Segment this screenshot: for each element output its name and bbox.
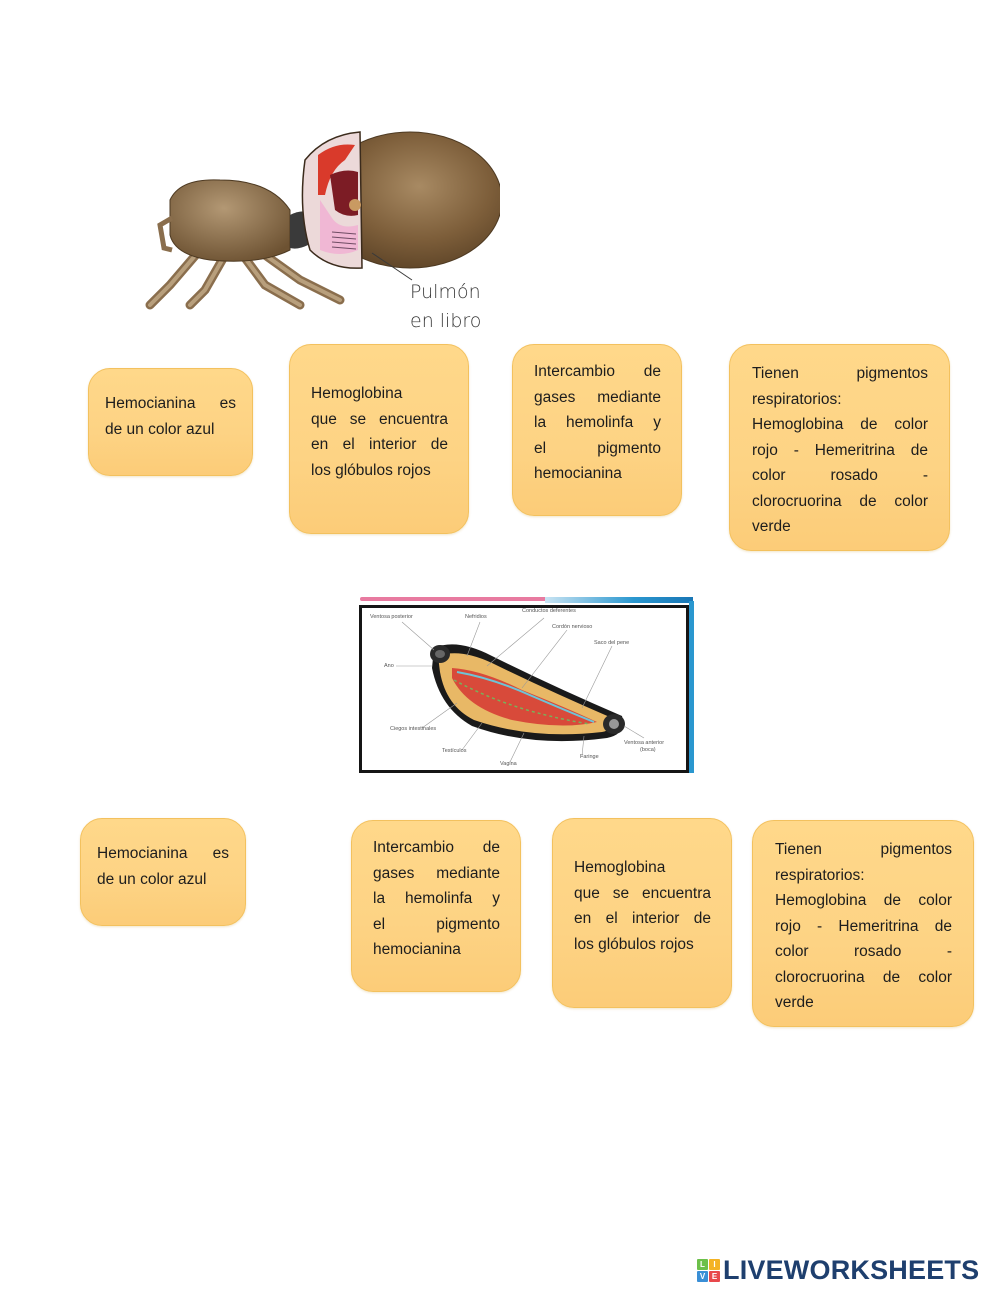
box-text-line: respiratorios:	[752, 390, 842, 408]
box-text-line: Tienen pigmentos	[775, 841, 952, 858]
label-ciegos-intestinales: Ciegos intestinales	[390, 726, 437, 732]
logo-block-i: I	[709, 1258, 720, 1270]
box-text-line: verde	[775, 994, 814, 1011]
answer-box-intercambio-bottom[interactable]: Intercambio de gases mediante la hemolin…	[351, 820, 521, 992]
answer-box-hemoglobina-top[interactable]: Hemoglobina que se encuentra en el inter…	[289, 344, 469, 534]
box-text-line: de un color azul	[97, 870, 207, 888]
box-text-line: rojo - Hemeritrina de	[775, 917, 952, 935]
box-text-line: que se encuentra	[311, 410, 448, 428]
label-vagina: Vagina	[500, 761, 517, 767]
box-text-line: Hemoglobina de color	[752, 416, 928, 433]
answer-box-hemoglobina-bottom[interactable]: Hemoglobina que se encuentra en el inter…	[552, 818, 732, 1008]
label-testiculos: Testículos	[442, 748, 467, 754]
box-text-line: Tienen pigmentos	[752, 365, 928, 382]
box-text-line: Intercambio de	[373, 839, 500, 856]
answer-box-intercambio-top[interactable]: Intercambio de gases mediante la hemolin…	[512, 344, 682, 516]
leech-icon	[396, 617, 645, 763]
spider-icon	[145, 131, 503, 310]
leech-diagram-frame: Ventosa posterior Nefridios Conductos de…	[359, 605, 689, 773]
box-text-line: clorocruorina de color	[775, 968, 952, 986]
answer-box-pigmentos-top[interactable]: Tienen pigmentos respiratorios: Hemoglob…	[729, 344, 950, 551]
decorative-blue-bar	[545, 597, 693, 603]
spider-book-lung-illustration	[140, 100, 503, 330]
box-text-line: en el interior de	[574, 910, 711, 927]
answer-box-hemocianina-bottom[interactable]: Hemocianina es de un color azul	[80, 818, 246, 926]
box-text-line: gases mediante	[373, 864, 500, 882]
box-text-line: respiratorios:	[775, 866, 865, 884]
caption-line-2: en libro	[410, 310, 482, 332]
box-text-line: Hemoglobina	[311, 385, 403, 402]
label-ventosa-anterior: Ventosa anterior	[624, 740, 665, 746]
box-text-line: el pigmento	[373, 915, 500, 933]
answer-box-pigmentos-bottom[interactable]: Tienen pigmentos respiratorios: Hemoglob…	[752, 820, 974, 1027]
box-text-line: el pigmento	[534, 439, 661, 457]
box-text-line: Hemoglobina de color	[775, 892, 952, 909]
box-text-line: en el interior de	[311, 436, 448, 453]
leech-anatomy-illustration: Ventosa posterior Nefridios Conductos de…	[355, 597, 695, 775]
box-text-line: Hemoglobina	[574, 859, 666, 876]
box-text-line: gases mediante	[534, 388, 661, 406]
decorative-pink-bar	[360, 597, 600, 601]
box-text-line: hemocianina	[373, 941, 461, 958]
decorative-blue-edge	[689, 601, 694, 773]
logo-block-e: E	[709, 1270, 720, 1282]
label-saco-del-pene: Saco del pene	[594, 640, 630, 646]
box-text-line: Intercambio de	[534, 363, 661, 380]
label-ano: Ano	[384, 663, 394, 669]
box-text-line: Hemocianina es	[97, 845, 229, 862]
logo-wordmark: LIVEWORKSHEETS	[723, 1254, 980, 1285]
box-text-line: que se encuentra	[574, 884, 711, 902]
logo-block-l: L	[697, 1258, 708, 1270]
book-lung-caption: Pulmón en libro	[410, 278, 481, 336]
box-text-line: los glóbulos rojos	[311, 461, 431, 479]
box-text-line: rojo - Hemeritrina de	[752, 441, 928, 459]
answer-box-hemocianina-top[interactable]: Hemocianina es de un color azul	[88, 368, 253, 476]
box-text-line: la hemolinfa y	[373, 890, 500, 907]
box-text-line: de un color azul	[105, 420, 215, 438]
live-blocks-icon: L I V E	[697, 1258, 720, 1282]
logo-block-v: V	[697, 1270, 708, 1282]
label-ventosa-anterior-sub: (boca)	[640, 747, 656, 753]
box-text-line: los glóbulos rojos	[574, 935, 694, 953]
label-conductos-deferentes: Conductos deferentes	[522, 608, 576, 614]
liveworksheets-logo[interactable]: L I V E LIVEWORKSHEETS	[697, 1255, 979, 1285]
label-nefridios: Nefridios	[465, 614, 487, 620]
box-text-line: color rosado -	[752, 467, 928, 484]
label-ventosa-posterior: Ventosa posterior	[370, 614, 413, 620]
caption-line-1: Pulmón	[410, 281, 481, 303]
box-text-line: clorocruorina de color	[752, 492, 928, 510]
box-text-line: color rosado -	[775, 943, 952, 960]
label-faringe: Faringe	[580, 754, 599, 760]
box-text-line: hemocianina	[534, 465, 622, 482]
box-text-line: la hemolinfa y	[534, 414, 661, 431]
box-text-line: verde	[752, 518, 791, 535]
box-text-line: Hemocianina es	[105, 395, 236, 412]
label-cordon-nervioso: Cordón nervioso	[552, 624, 593, 630]
